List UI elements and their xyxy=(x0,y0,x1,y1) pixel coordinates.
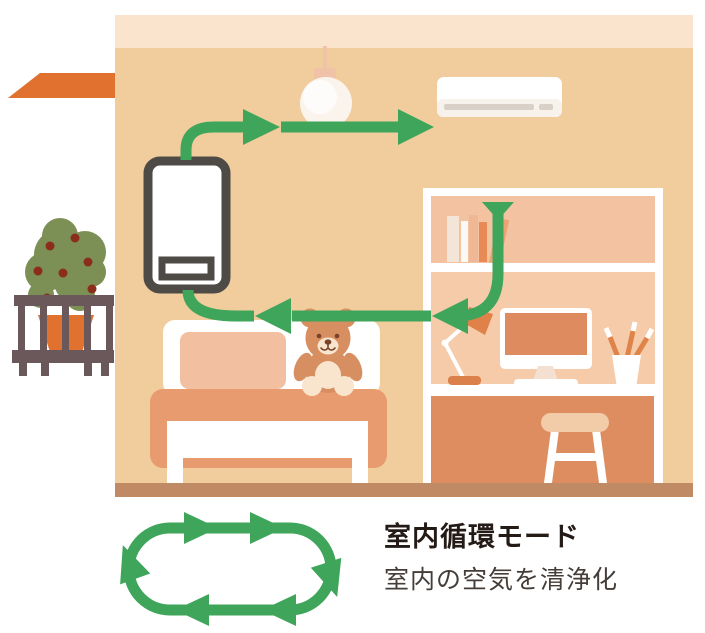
bed-icon xyxy=(150,320,387,483)
bookshelf-desk-icon xyxy=(423,188,663,483)
pendant-light-icon xyxy=(300,46,352,129)
teddy-bear-icon xyxy=(293,308,363,396)
plant-stand-icon xyxy=(12,218,114,376)
stool-icon xyxy=(541,413,609,483)
mode-title: 室内循環モード xyxy=(384,522,580,552)
mode-subtitle: 室内の空気を清浄化 xyxy=(384,566,619,595)
airflow-arrows-icon xyxy=(180,109,514,334)
pencil-cup-icon xyxy=(603,321,655,388)
air-conditioner-icon xyxy=(437,77,562,117)
circulation-loop-icon xyxy=(120,512,342,626)
air-purifier-icon xyxy=(143,156,231,294)
monitor-icon xyxy=(500,308,592,388)
awning-icon xyxy=(8,73,115,98)
caption: 室内循環モード 室内の空気を清浄化 xyxy=(384,521,618,595)
